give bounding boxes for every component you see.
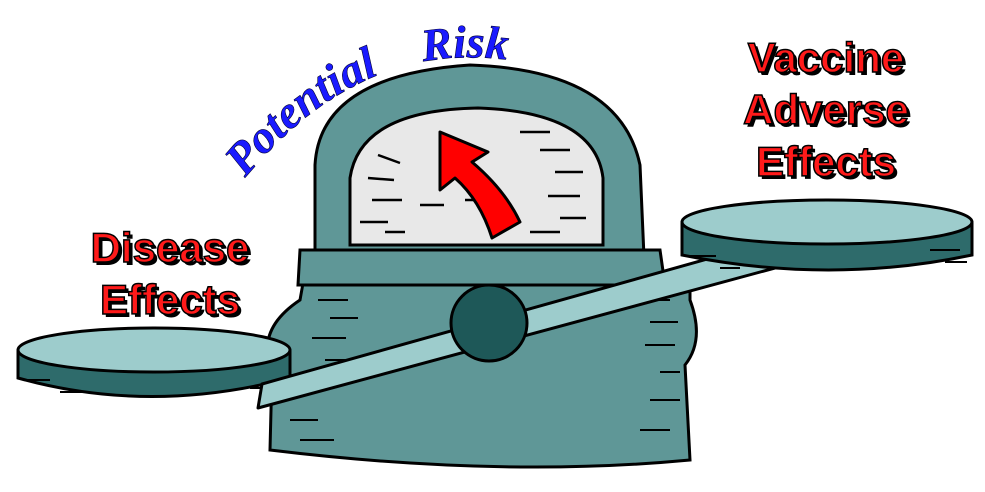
right-pan — [682, 200, 972, 270]
disease-effects-label: Disease Effects — [40, 222, 300, 326]
vaccine-adverse-effects-label: Vaccine Adverse Effects — [688, 32, 964, 188]
vaccine-label-line3: Effects — [688, 136, 964, 188]
disease-label-line1: Disease — [40, 222, 300, 274]
disease-label-line2: Effects — [40, 274, 300, 326]
vaccine-label-line2: Adverse — [688, 84, 964, 136]
pivot-knob — [451, 285, 527, 361]
vaccine-label-line1: Vaccine — [688, 32, 964, 84]
left-pan — [18, 328, 290, 397]
risk-word: Risk — [417, 16, 511, 71]
